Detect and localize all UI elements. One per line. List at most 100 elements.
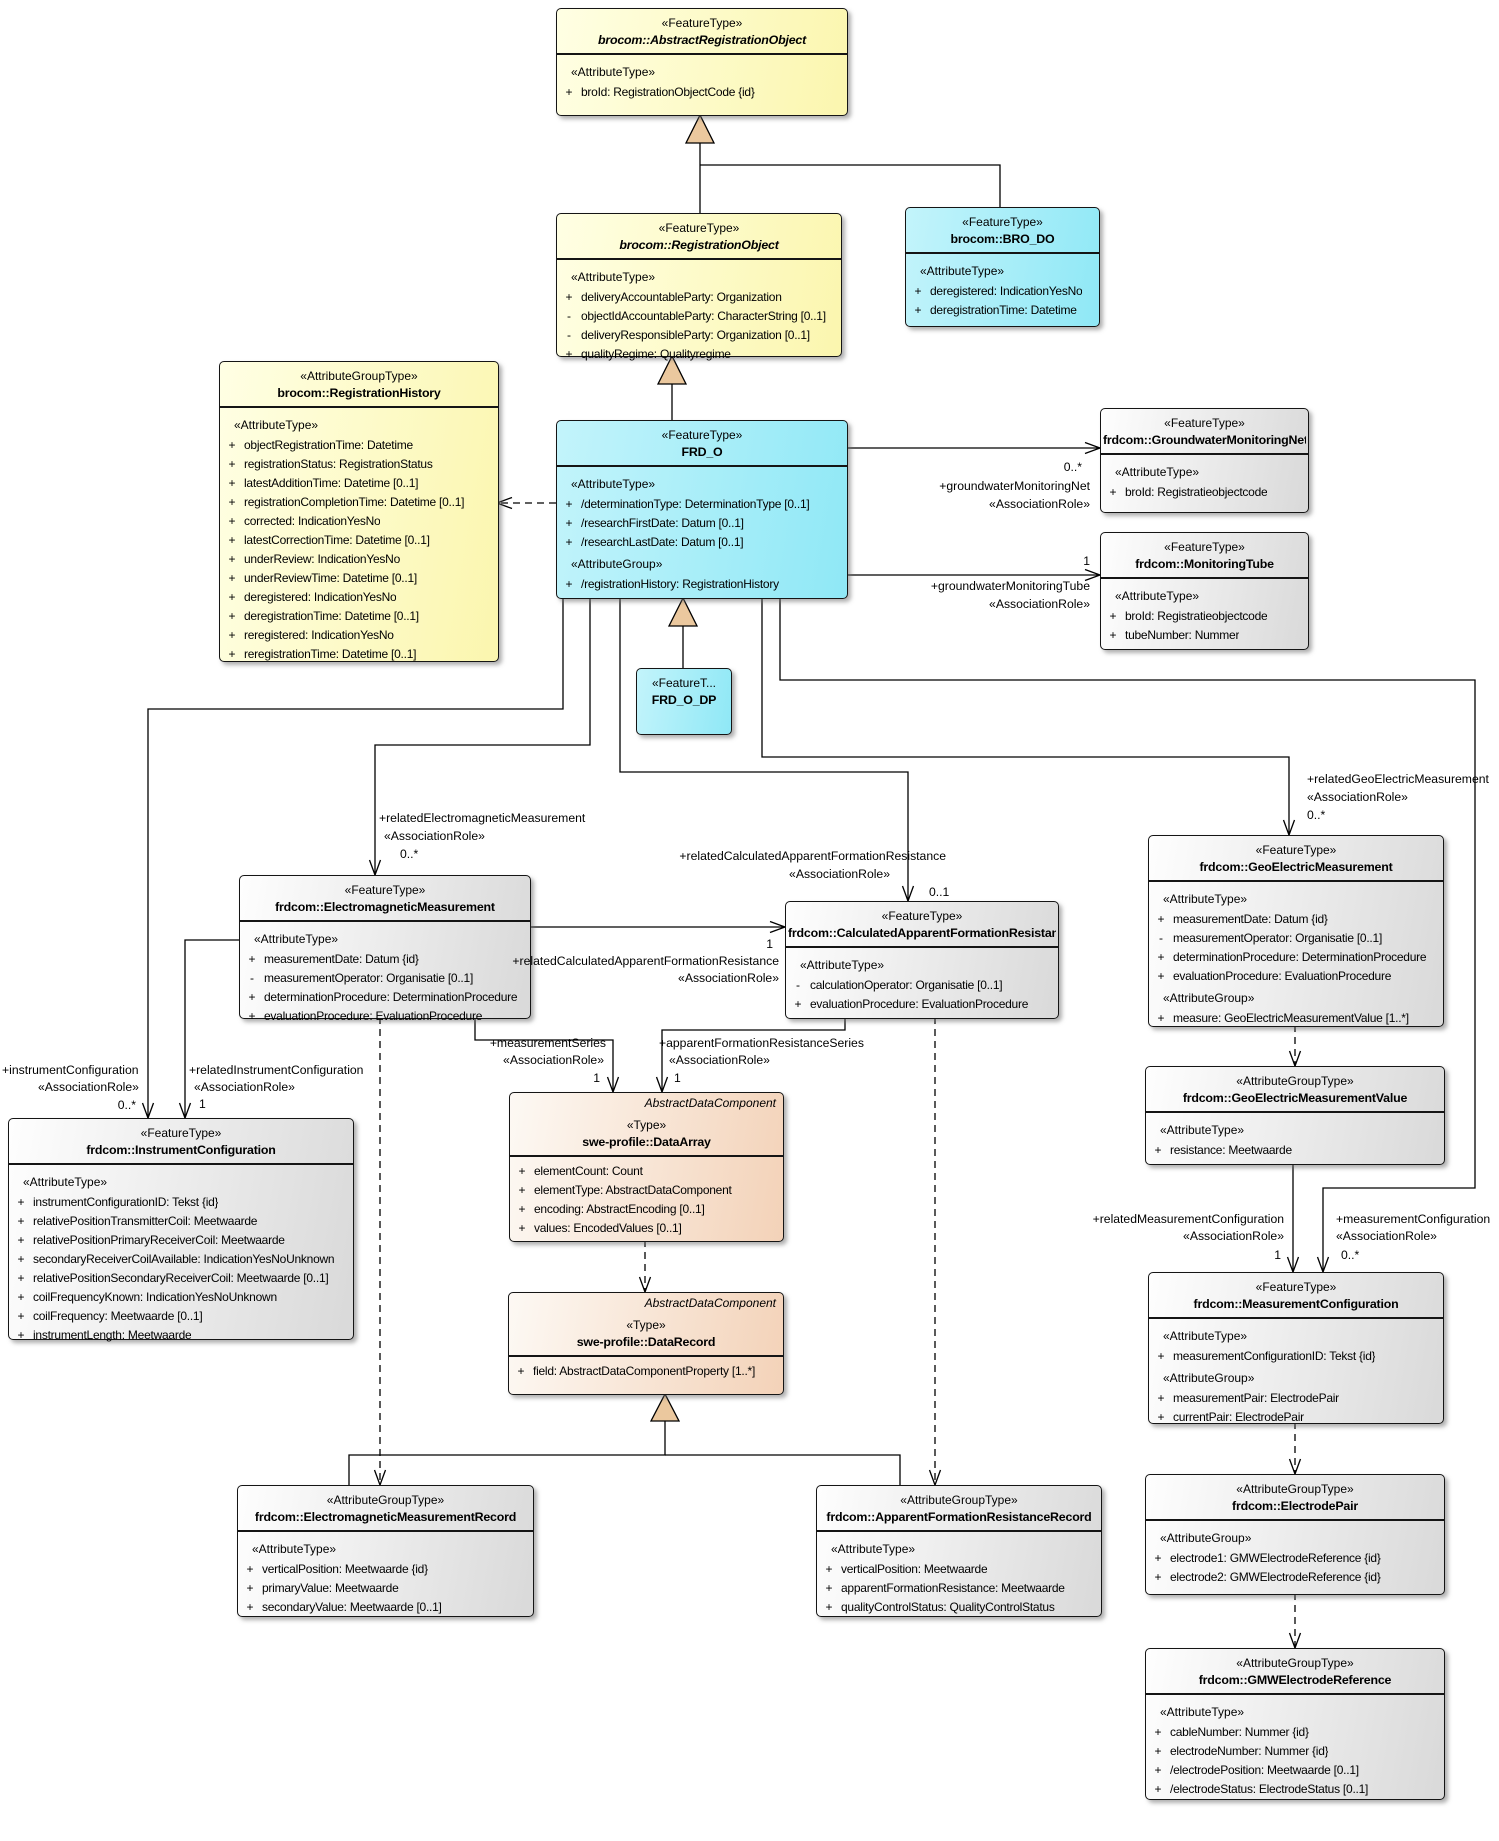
association-edge bbox=[529, 920, 786, 934]
class-abstract-registration-object[interactable]: «FeatureType»brocom::AbstractRegistratio… bbox=[556, 8, 848, 116]
visibility-marker: + bbox=[228, 571, 236, 585]
section-stereotype: «AttributeType» bbox=[1115, 589, 1200, 603]
attribute-compartment: «AttributeType»+verticalPosition: Meetwa… bbox=[817, 1530, 1101, 1621]
stereotype-label: «AttributeGroupType» bbox=[1236, 1656, 1354, 1670]
attribute-row: +deliveryAccountableParty: Organization bbox=[557, 288, 841, 307]
attribute-row: +apparentFormationResistance: Meetwaarde bbox=[817, 1579, 1101, 1598]
attribute-text: secondaryReceiverCoilAvailable: Indicati… bbox=[33, 1252, 335, 1266]
class-electromagnetic-measurement[interactable]: «FeatureType»frdcom::ElectromagneticMeas… bbox=[239, 875, 531, 1023]
section-stereotype: «AttributeType» bbox=[920, 264, 1005, 278]
attribute-row: +registrationStatus: RegistrationStatus bbox=[220, 455, 498, 474]
visibility-marker: + bbox=[248, 1009, 256, 1023]
class-apparent-formation-resistance-record[interactable]: «AttributeGroupType»frdcom::ApparentForm… bbox=[816, 1485, 1102, 1617]
attribute-row: +evaluationProcedure: EvaluationProcedur… bbox=[786, 995, 1058, 1014]
attribute-row: +registrationCompletionTime: Datetime [0… bbox=[220, 493, 498, 512]
edge-label: «AssociationRole» bbox=[384, 829, 485, 843]
attribute-text: latestCorrectionTime: Datetime [0..1] bbox=[244, 533, 430, 547]
section-stereotype: «AttributeType» bbox=[234, 418, 319, 432]
attribute-row: +field: AbstractDataComponentProperty [1… bbox=[509, 1362, 783, 1381]
attribute-compartment: «AttributeType»+deregistered: Indication… bbox=[906, 252, 1099, 324]
attribute-row: +relativePositionPrimaryReceiverCoil: Me… bbox=[9, 1231, 353, 1250]
stereotype-label: «FeatureType» bbox=[1164, 416, 1245, 430]
attribute-text: measurementDate: Datum {id} bbox=[1173, 912, 1328, 926]
visibility-marker: + bbox=[565, 516, 573, 530]
attribute-row: -objectIdAccountableParty: CharacterStri… bbox=[557, 307, 841, 326]
attribute-row: +elementCount: Count bbox=[510, 1162, 783, 1181]
visibility-marker: + bbox=[228, 628, 236, 642]
class-calculated-apparent-formation-resistance[interactable]: «FeatureType»frdcom::CalculatedApparentF… bbox=[785, 901, 1059, 1019]
class-registration-object[interactable]: «FeatureType»brocom::RegistrationObject«… bbox=[556, 213, 842, 361]
attribute-compartment: «AttributeType»+broId: Registratieobject… bbox=[1101, 577, 1308, 649]
visibility-marker: + bbox=[228, 476, 236, 490]
attribute-text: currentPair: ElectrodePair bbox=[1173, 1410, 1304, 1424]
class-frd-o-dp[interactable]: «FeatureT...FRD_O_DP bbox=[636, 668, 732, 735]
attribute-text: secondaryValue: Meetwaarde [0..1] bbox=[262, 1600, 442, 1614]
stereotype-label: «AttributeGroupType» bbox=[1236, 1482, 1354, 1496]
edge-label: 0..* bbox=[1341, 1248, 1360, 1262]
class-geo-electric-measurement-value[interactable]: «AttributeGroupType»frdcom::GeoElectricM… bbox=[1145, 1066, 1445, 1165]
class-header: «FeatureType»frdcom::InstrumentConfigura… bbox=[9, 1119, 353, 1163]
attribute-row: +latestAdditionTime: Datetime [0..1] bbox=[220, 474, 498, 493]
stereotype-label: «AttributeGroupType» bbox=[900, 1493, 1018, 1507]
class-name: frdcom::GeoElectricMeasurementValue bbox=[1182, 1091, 1408, 1105]
attribute-text: verticalPosition: Meetwaarde bbox=[841, 1562, 988, 1576]
visibility-marker: + bbox=[248, 952, 256, 966]
edge-label: 0..* bbox=[117, 1098, 136, 1112]
edge-label: +relatedCalculatedApparentFormationResis… bbox=[512, 954, 779, 968]
attribute-text: deregistered: IndicationYesNo bbox=[244, 590, 397, 604]
attribute-text: reregistered: IndicationYesNo bbox=[244, 628, 394, 642]
class-measurement-configuration[interactable]: «FeatureType»frdcom::MeasurementConfigur… bbox=[1148, 1272, 1444, 1424]
class-electromagnetic-measurement-record[interactable]: «AttributeGroupType»frdcom::Electromagne… bbox=[237, 1485, 534, 1617]
attribute-text: objectRegistrationTime: Datetime bbox=[244, 438, 413, 452]
class-bro-do[interactable]: «FeatureType»brocom::BRO_DO«AttributeTyp… bbox=[905, 207, 1100, 327]
attribute-row: +instrumentLength: Meetwaarde bbox=[9, 1326, 353, 1345]
class-frd-o[interactable]: «FeatureType»FRD_O«AttributeType»+/deter… bbox=[556, 420, 848, 599]
attribute-row: +electrodeNumber: Nummer {id} bbox=[1146, 1742, 1444, 1761]
attribute-text: deregistered: IndicationYesNo bbox=[930, 284, 1083, 298]
visibility-marker: + bbox=[1154, 1782, 1162, 1796]
association-edge bbox=[368, 597, 591, 876]
attribute-text: determinationProcedure: DeterminationPro… bbox=[264, 990, 518, 1004]
attribute-text: reregistrationTime: Datetime [0..1] bbox=[244, 647, 417, 661]
attribute-row: +relativePositionTransmitterCoil: Meetwa… bbox=[9, 1212, 353, 1231]
edge-label: 0..1 bbox=[929, 885, 950, 899]
attribute-compartment: «AttributeType»+instrumentConfigurationI… bbox=[9, 1163, 353, 1349]
superclass-label: AbstractDataComponent bbox=[644, 1296, 776, 1310]
attribute-text: qualityControlStatus: QualityControlStat… bbox=[841, 1600, 1055, 1614]
visibility-marker: + bbox=[565, 535, 573, 549]
attribute-row: +primaryValue: Meetwaarde bbox=[238, 1579, 533, 1598]
attribute-text: deliveryAccountableParty: Organization bbox=[581, 290, 782, 304]
class-name: frdcom::CalculatedApparentFormationResis… bbox=[788, 926, 1056, 940]
visibility-marker: + bbox=[1154, 1763, 1162, 1777]
section-stereotype: «AttributeGroup» bbox=[1163, 991, 1255, 1005]
class-data-record[interactable]: AbstractDataComponent«Type»swe-profile::… bbox=[508, 1292, 784, 1395]
class-electrode-pair[interactable]: «AttributeGroupType»frdcom::ElectrodePai… bbox=[1145, 1474, 1445, 1595]
visibility-marker: + bbox=[1154, 1143, 1162, 1157]
edge-label: 1 bbox=[1274, 1248, 1281, 1262]
visibility-marker: + bbox=[1154, 1551, 1162, 1565]
class-instrument-configuration[interactable]: «FeatureType»frdcom::InstrumentConfigura… bbox=[8, 1118, 354, 1342]
section-stereotype: «AttributeType» bbox=[571, 270, 656, 284]
visibility-marker: + bbox=[17, 1214, 25, 1228]
class-name: brocom::RegistrationObject bbox=[619, 238, 779, 252]
attribute-row: +determinationProcedure: DeterminationPr… bbox=[1149, 948, 1443, 967]
generalization-arrowhead bbox=[684, 113, 716, 144]
attribute-text: underReview: IndicationYesNo bbox=[244, 552, 400, 566]
attribute-compartment: +elementCount: Count+elementType: Abstra… bbox=[510, 1155, 783, 1242]
edge-label: «AssociationRole» bbox=[194, 1080, 295, 1094]
class-groundwater-monitoring-net[interactable]: «FeatureType»frdcom::GroundwaterMonitori… bbox=[1100, 408, 1309, 513]
class-monitoring-tube[interactable]: «FeatureType»frdcom::MonitoringTube«Attr… bbox=[1100, 532, 1309, 650]
attribute-compartment: «AttributeType»+measurementDate: Datum {… bbox=[240, 920, 530, 1030]
edge-label: «AssociationRole» bbox=[1336, 1229, 1437, 1243]
class-header: «FeatureType»frdcom::MonitoringTube bbox=[1101, 533, 1308, 577]
class-geo-electric-measurement[interactable]: «FeatureType»frdcom::GeoElectricMeasurem… bbox=[1148, 835, 1444, 1027]
attribute-row: +qualityControlStatus: QualityControlSta… bbox=[817, 1598, 1101, 1617]
dependency-edge bbox=[1288, 1593, 1302, 1649]
class-header: «AttributeGroupType»frdcom::ElectrodePai… bbox=[1146, 1475, 1444, 1519]
class-gmw-electrode-reference[interactable]: «AttributeGroupType»frdcom::GMWElectrode… bbox=[1145, 1648, 1445, 1800]
class-registration-history[interactable]: «AttributeGroupType»brocom::Registration… bbox=[219, 361, 499, 662]
class-data-array[interactable]: AbstractDataComponent«Type»swe-profile::… bbox=[509, 1092, 784, 1242]
class-header: «FeatureType»frdcom::GeoElectricMeasurem… bbox=[1149, 836, 1443, 880]
attribute-text: /registrationHistory: RegistrationHistor… bbox=[581, 577, 779, 591]
stereotype-label: «FeatureType» bbox=[1255, 1280, 1337, 1294]
